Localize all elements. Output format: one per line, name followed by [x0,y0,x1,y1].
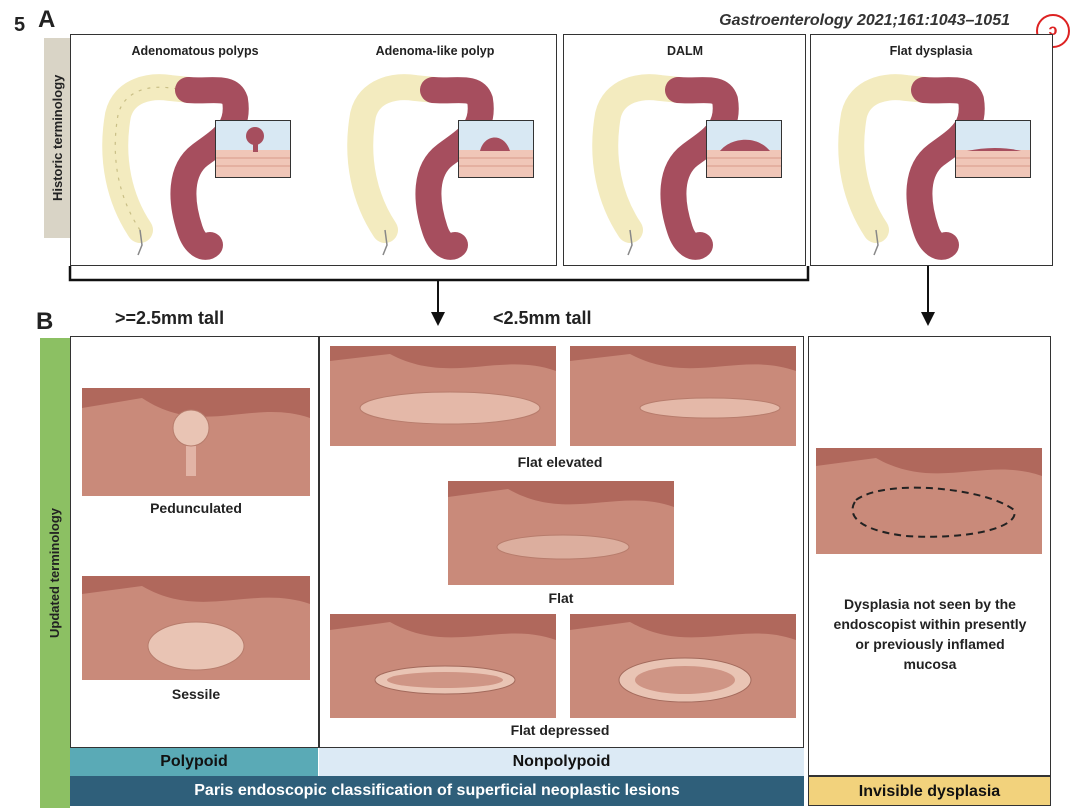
image-flat-elevated-2 [570,346,796,446]
label-flat-depressed: Flat depressed [510,722,610,738]
citation: Gastroenterology 2021;161:1043–1051 [719,12,1010,29]
panel-title-adenoma-like: Adenoma-like polyp [375,44,495,58]
panel-title-dalm: DALM [666,44,704,58]
section-b-letter: B [36,308,54,335]
label-sessile: Sessile [171,686,221,702]
historic-terminology-label: Historic terminology [50,74,65,202]
invisible-description: Dysplasia not seen by the endoscopist wi… [833,596,1027,672]
inset-dalm [706,120,782,178]
panel-title-adenomatous: Adenomatous polyps [131,44,259,58]
figure-number: 5 [14,14,26,36]
inset-flat-dysplasia [955,120,1031,178]
colon-illustration-4 [838,74,985,260]
colon-illustration-2 [347,74,494,260]
connector-arrows [68,266,935,326]
historic-side-bar: Historic terminology [44,38,72,238]
image-flat [448,481,674,585]
image-invisible-dysplasia [816,448,1042,554]
logo-icon: ↄ [1036,14,1070,48]
image-pedunculated [82,388,310,496]
label-flat-elevated: Flat elevated [517,454,603,470]
image-flat-depressed-2 [570,614,796,718]
colon-illustration-1 [102,74,249,260]
band-nonpolypoid: Nonpolypoid [319,748,804,776]
image-flat-depressed-1 [330,614,556,718]
band-paris-classification: Paris endoscopic classification of super… [70,776,804,806]
updated-side-bar: Updated terminology [40,338,70,808]
height-tall-label: >=2.5mm tall [115,308,225,328]
band-invisible-dysplasia: Invisible dysplasia [808,776,1051,806]
height-short-label: <2.5mm tall [493,308,592,328]
image-sessile [82,576,310,680]
column-divider [318,336,320,748]
band-polypoid: Polypoid [70,748,318,776]
inset-polyp-pedunculated [215,120,291,178]
colon-illustration-3 [592,74,739,260]
panel-title-flat-dysplasia: Flat dysplasia [889,44,973,58]
label-flat: Flat [548,590,574,606]
label-pedunculated: Pedunculated [150,500,242,516]
inset-polyp-sessile [458,120,534,178]
section-a-letter: A [38,6,56,33]
invisible-box [808,336,1051,776]
image-flat-elevated-1 [330,346,556,446]
updated-terminology-label: Updated terminology [47,508,62,639]
